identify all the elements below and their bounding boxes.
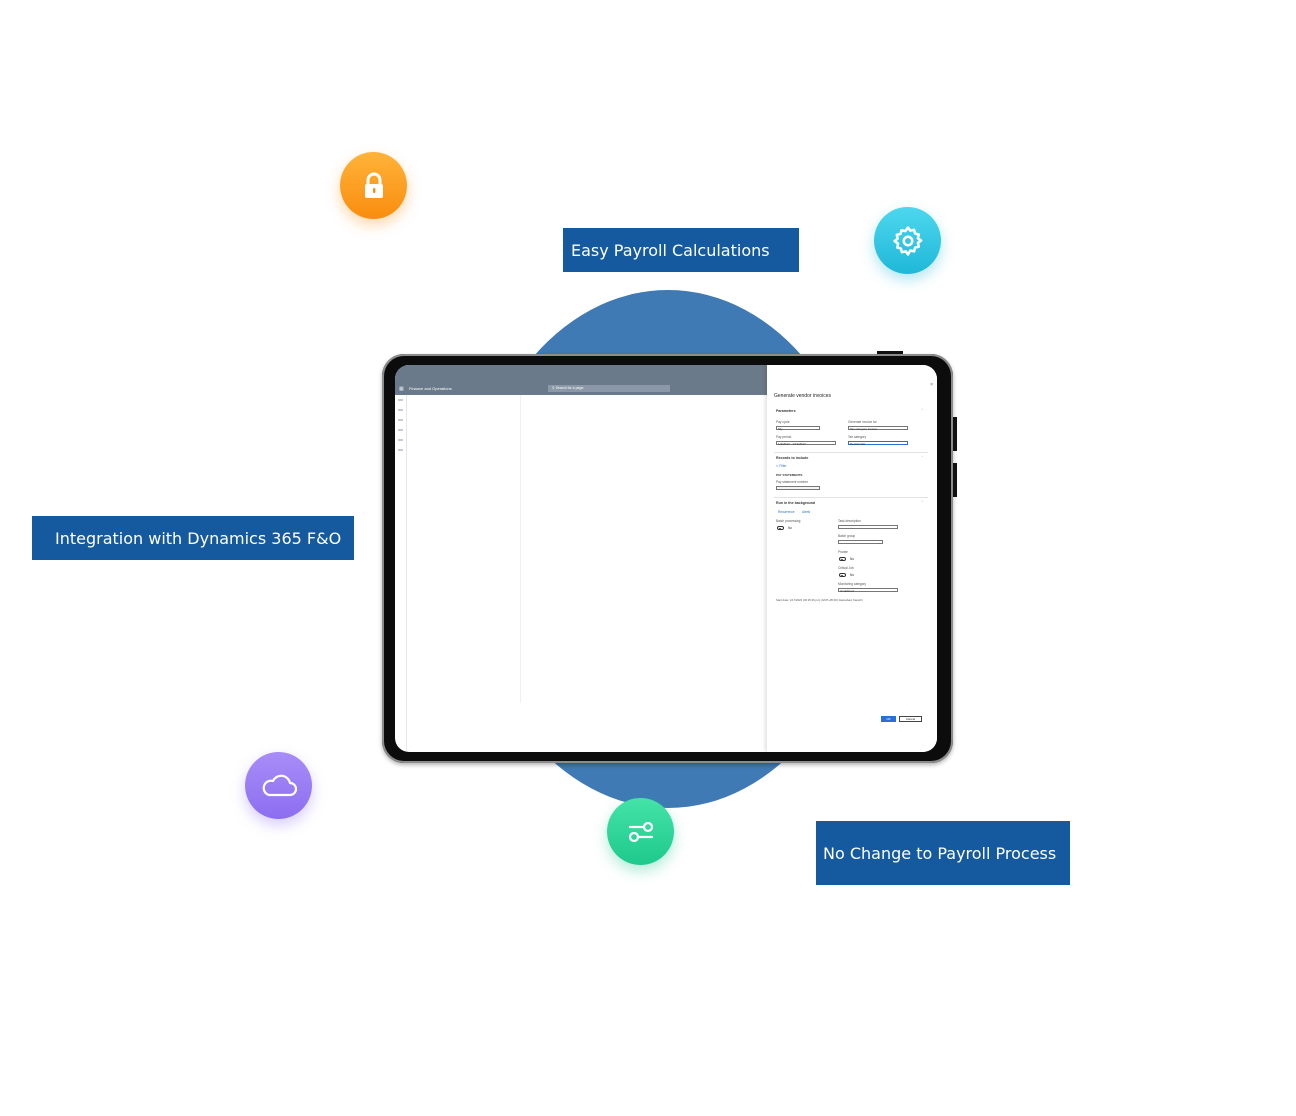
generate-invoice-for-label: Generate invoice for: [848, 420, 877, 424]
monitoring-category-label: Monitoring category: [838, 582, 866, 586]
pay-period-select[interactable]: 1/4/2017 - 1/17/2017 ⌄: [776, 441, 836, 446]
chevron-down-icon: ⌄: [878, 541, 881, 545]
pay-cycle-value: Sly: [778, 427, 783, 431]
section-divider: [774, 452, 928, 453]
run-in-background-heading[interactable]: Run in the background: [776, 501, 816, 505]
tax-category-value: Residential: [850, 442, 865, 446]
chevron-down-icon: ⌄: [893, 589, 896, 593]
gear-icon: [874, 207, 941, 274]
start-date-text: Start date: 1/17/2023 (00:25:49 pm) (GMT…: [776, 598, 863, 602]
generate-invoice-for-value: Tax category invoice: [850, 427, 878, 431]
parameters-heading[interactable]: Parameters: [776, 409, 796, 413]
integration-badge: Integration with Dynamics 365 F&O: [32, 516, 354, 560]
batch-processing-toggle[interactable]: [777, 526, 784, 530]
nav-menu-icon[interactable]: [398, 399, 403, 401]
pay-cycle-label: Pay cycle: [776, 420, 790, 424]
ok-button[interactable]: OK: [881, 716, 896, 722]
chevron-down-icon: ⌄: [815, 427, 818, 431]
monitoring-category-select[interactable]: Undefined ⌄: [838, 588, 898, 593]
search-icon: ⚲: [552, 386, 555, 390]
generate-vendor-invoices-panel: × Generate vendor invoices Parameters ⌃ …: [767, 365, 937, 752]
pay-cycle-select[interactable]: Sly ⌄: [776, 426, 820, 431]
tax-category-label: Tax category: [848, 435, 867, 439]
collapse-records-icon[interactable]: ⌃: [921, 455, 924, 459]
critical-job-toggle[interactable]: [839, 573, 846, 577]
tablet-volume-up: [953, 417, 957, 451]
lock-icon: [340, 152, 407, 219]
nav-recent-icon[interactable]: [398, 429, 403, 431]
app-launcher-icon[interactable]: ▦: [399, 386, 404, 392]
monitoring-category-value: Undefined: [840, 589, 854, 593]
tax-category-select[interactable]: Residential ⌄: [848, 441, 908, 446]
tablet-volume-down: [953, 463, 957, 497]
generate-invoice-for-select[interactable]: Tax category invoice ⌄: [848, 426, 908, 431]
search-placeholder: Search for a page: [555, 386, 584, 390]
private-value: No: [850, 557, 855, 561]
close-icon[interactable]: ×: [930, 382, 933, 388]
recurrence-link[interactable]: Recurrence: [778, 510, 795, 514]
nav-rail: [395, 395, 407, 752]
cancel-button[interactable]: Cancel: [899, 716, 922, 722]
private-toggle[interactable]: [839, 557, 846, 561]
app-title: Finance and Operations: [409, 386, 452, 391]
pay-statements-heading: PAY STATEMENTS: [776, 473, 803, 477]
content-divider: [520, 395, 521, 703]
collapse-parameters-icon[interactable]: ⌃: [921, 408, 924, 412]
batch-group-select[interactable]: ⌄: [838, 540, 883, 545]
panel-title: Generate vendor invoices: [774, 393, 831, 399]
filter-label: Filter: [779, 464, 787, 468]
pay-statement-number-field[interactable]: [776, 486, 820, 490]
nav-favorites-icon[interactable]: [398, 419, 403, 421]
critical-job-label: Critical Job: [838, 566, 854, 570]
app-header: ▦ Finance and Operations ⚲ Search for a …: [395, 365, 767, 395]
pay-period-value: 1/4/2017 - 1/17/2017: [778, 442, 806, 446]
nav-home-icon[interactable]: [398, 409, 403, 411]
batch-group-label: Batch group: [838, 534, 856, 538]
cloud-icon: [245, 752, 312, 819]
records-to-include-heading[interactable]: Records to include: [776, 456, 809, 460]
chevron-down-icon: ⌄: [903, 427, 906, 431]
section-divider: [774, 497, 928, 498]
private-label: Private: [838, 550, 848, 554]
no-change-badge: No Change to Payroll Process: [816, 821, 1070, 885]
toggle-icon: [607, 798, 674, 865]
nav-workspaces-icon[interactable]: [398, 439, 403, 441]
pay-statement-number-label: Pay statement number: [776, 480, 809, 484]
filter-link[interactable]: ▽ Filter: [776, 464, 786, 468]
batch-processing-label: Batch processing: [776, 519, 801, 523]
chevron-down-icon: ⌄: [831, 442, 834, 446]
chevron-down-icon: ⌄: [903, 442, 906, 446]
tablet-screen: ▦ Finance and Operations ⚲ Search for a …: [395, 365, 937, 752]
search-input[interactable]: ⚲ Search for a page: [548, 385, 670, 392]
task-description-label: Task description: [838, 519, 861, 523]
tablet-top-button: [877, 351, 903, 354]
critical-job-value: No: [850, 573, 855, 577]
pay-period-label: Pay period: [776, 435, 792, 439]
alerts-link[interactable]: Alerts: [802, 510, 811, 514]
easy-payroll-badge: Easy Payroll Calculations: [563, 228, 799, 272]
task-description-field[interactable]: [838, 525, 898, 529]
batch-processing-value: No: [788, 526, 793, 530]
collapse-background-icon[interactable]: ⌃: [921, 500, 924, 504]
nav-modules-icon[interactable]: [398, 449, 403, 451]
